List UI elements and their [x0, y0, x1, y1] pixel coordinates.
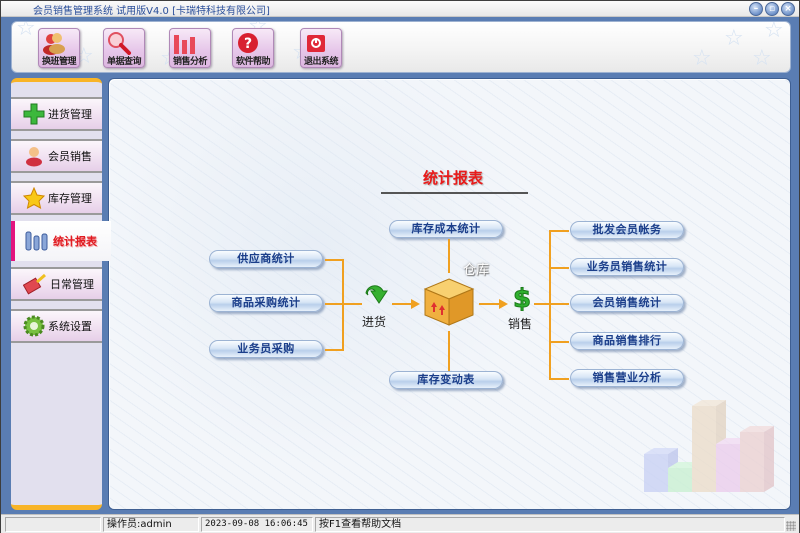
- report-link-inventory-cost-stats[interactable]: 库存成本统计: [389, 220, 503, 238]
- star-decoration-icon: ☆: [724, 26, 744, 51]
- search-icon: [108, 32, 131, 55]
- warehouse-node-label: 仓库: [463, 263, 490, 278]
- warehouse-box-icon: [423, 278, 475, 326]
- status-blank: [5, 517, 101, 532]
- connector-line: [549, 341, 569, 343]
- window-title: 会员销售管理系统 试用版V4.0 [卡瑞特科技有限公司]: [33, 6, 270, 17]
- brush-icon: [23, 273, 46, 295]
- bar-chart-icon: [25, 231, 48, 251]
- status-hint: 按F1查看帮助文档: [315, 517, 785, 532]
- connector-line: [448, 239, 450, 273]
- report-link-product-purchase-stats[interactable]: 商品采购统计: [209, 294, 323, 312]
- deco-bar: [740, 426, 774, 492]
- sidebar-item-purchase-management[interactable]: 进货管理: [11, 97, 102, 131]
- svg-text:?: ?: [244, 36, 252, 52]
- connector-line: [392, 303, 412, 305]
- sidebar-item-statistics-reports[interactable]: 统计报表: [11, 221, 111, 261]
- sales-node-label: 销售: [508, 317, 533, 331]
- deco-bar: [668, 462, 702, 492]
- main-panel: 统计报表 供应商统计 商品采购统计 业务员采购 进货 库存成本统计 仓库: [108, 78, 791, 510]
- connector-line: [342, 259, 344, 351]
- connector-line: [549, 230, 569, 232]
- connector-line: [549, 378, 569, 380]
- connector-line: [549, 267, 569, 269]
- deco-bar: [716, 438, 750, 492]
- sidebar: 进货管理 会员销售 库存管理 统计报表: [11, 78, 111, 510]
- close-button[interactable]: ×: [781, 2, 795, 16]
- report-link-wholesale-member-accounts[interactable]: 批发会员帐务: [570, 221, 684, 239]
- status-datetime: 2023-09-08 16:06:45: [201, 517, 313, 532]
- connector-line: [479, 303, 501, 305]
- title-divider: [381, 192, 528, 194]
- connector-line: [534, 303, 550, 305]
- report-link-sales-business-analysis[interactable]: 销售营业分析: [570, 369, 684, 387]
- report-link-inventory-change-table[interactable]: 库存变动表: [389, 371, 503, 389]
- title-bar: 会员销售管理系统 试用版V4.0 [卡瑞特科技有限公司] – ▫ ×: [1, 1, 799, 17]
- connector-line: [549, 230, 551, 380]
- report-link-supplier-stats[interactable]: 供应商统计: [209, 250, 323, 268]
- minimize-button[interactable]: –: [749, 2, 763, 16]
- connector-line: [325, 303, 343, 305]
- purchase-node-label: 进货: [362, 315, 387, 329]
- software-help-button[interactable]: ? 软件帮助: [232, 28, 274, 68]
- status-operator: 操作员:admin: [103, 517, 199, 532]
- connector-line: [549, 303, 569, 305]
- bar-chart-icon: [174, 35, 195, 54]
- arrow-right-icon: [499, 299, 508, 309]
- connector-line: [448, 331, 450, 371]
- users-icon: [43, 33, 65, 55]
- sidebar-item-system-settings[interactable]: 系统设置: [11, 309, 102, 343]
- report-link-product-sales-ranking[interactable]: 商品销售排行: [570, 332, 684, 350]
- connector-line: [342, 303, 362, 305]
- maximize-button[interactable]: ▫: [765, 2, 779, 16]
- decorative-bar-chart-icon: [644, 400, 774, 492]
- dollar-icon: $: [512, 284, 531, 312]
- purchase-arrow-icon: [365, 285, 388, 304]
- power-icon: [307, 35, 325, 52]
- star-decoration-icon: ☆: [692, 46, 712, 71]
- star-icon: [23, 187, 45, 209]
- shift-management-button[interactable]: 换班管理: [38, 28, 80, 68]
- status-bar: 操作员:admin 2023-09-08 16:06:45 按F1查看帮助文档: [1, 514, 799, 533]
- toolbar: ☆ ☆ ☆ ☆ ☆ ☆ ☆ ☆ ☆ 换班管理 单据查询: [11, 21, 791, 73]
- report-link-member-sales-stats[interactable]: 会员销售统计: [570, 294, 684, 312]
- star-decoration-icon: ☆: [16, 21, 36, 41]
- user-icon: [26, 147, 42, 167]
- report-link-salesman-purchase[interactable]: 业务员采购: [209, 340, 323, 358]
- document-query-button[interactable]: 单据查询: [103, 28, 145, 68]
- sidebar-item-daily-management[interactable]: 日常管理: [11, 267, 102, 301]
- gear-icon: [23, 315, 45, 337]
- section-title: 统计报表: [422, 169, 483, 187]
- minimize-icon: –: [753, 4, 759, 14]
- close-icon: ×: [784, 4, 792, 14]
- report-link-salesman-sales-stats[interactable]: 业务员销售统计: [570, 258, 684, 276]
- plus-icon: [23, 103, 45, 125]
- exit-system-button[interactable]: 退出系统: [300, 28, 342, 68]
- connector-line: [325, 349, 343, 351]
- deco-bar: [644, 448, 678, 492]
- resize-grip[interactable]: [786, 521, 796, 531]
- sidebar-item-inventory-management[interactable]: 库存管理: [11, 181, 102, 215]
- connector-line: [325, 259, 343, 261]
- sales-analysis-button[interactable]: 销售分析: [169, 28, 211, 68]
- svg-text:$: $: [513, 284, 531, 311]
- sidebar-item-member-sales[interactable]: 会员销售: [11, 139, 102, 173]
- star-decoration-icon: ☆: [752, 46, 772, 71]
- help-icon: ?: [238, 33, 258, 53]
- star-decoration-icon: ☆: [764, 21, 784, 43]
- arrow-right-icon: [411, 299, 420, 309]
- maximize-icon: ▫: [768, 4, 776, 14]
